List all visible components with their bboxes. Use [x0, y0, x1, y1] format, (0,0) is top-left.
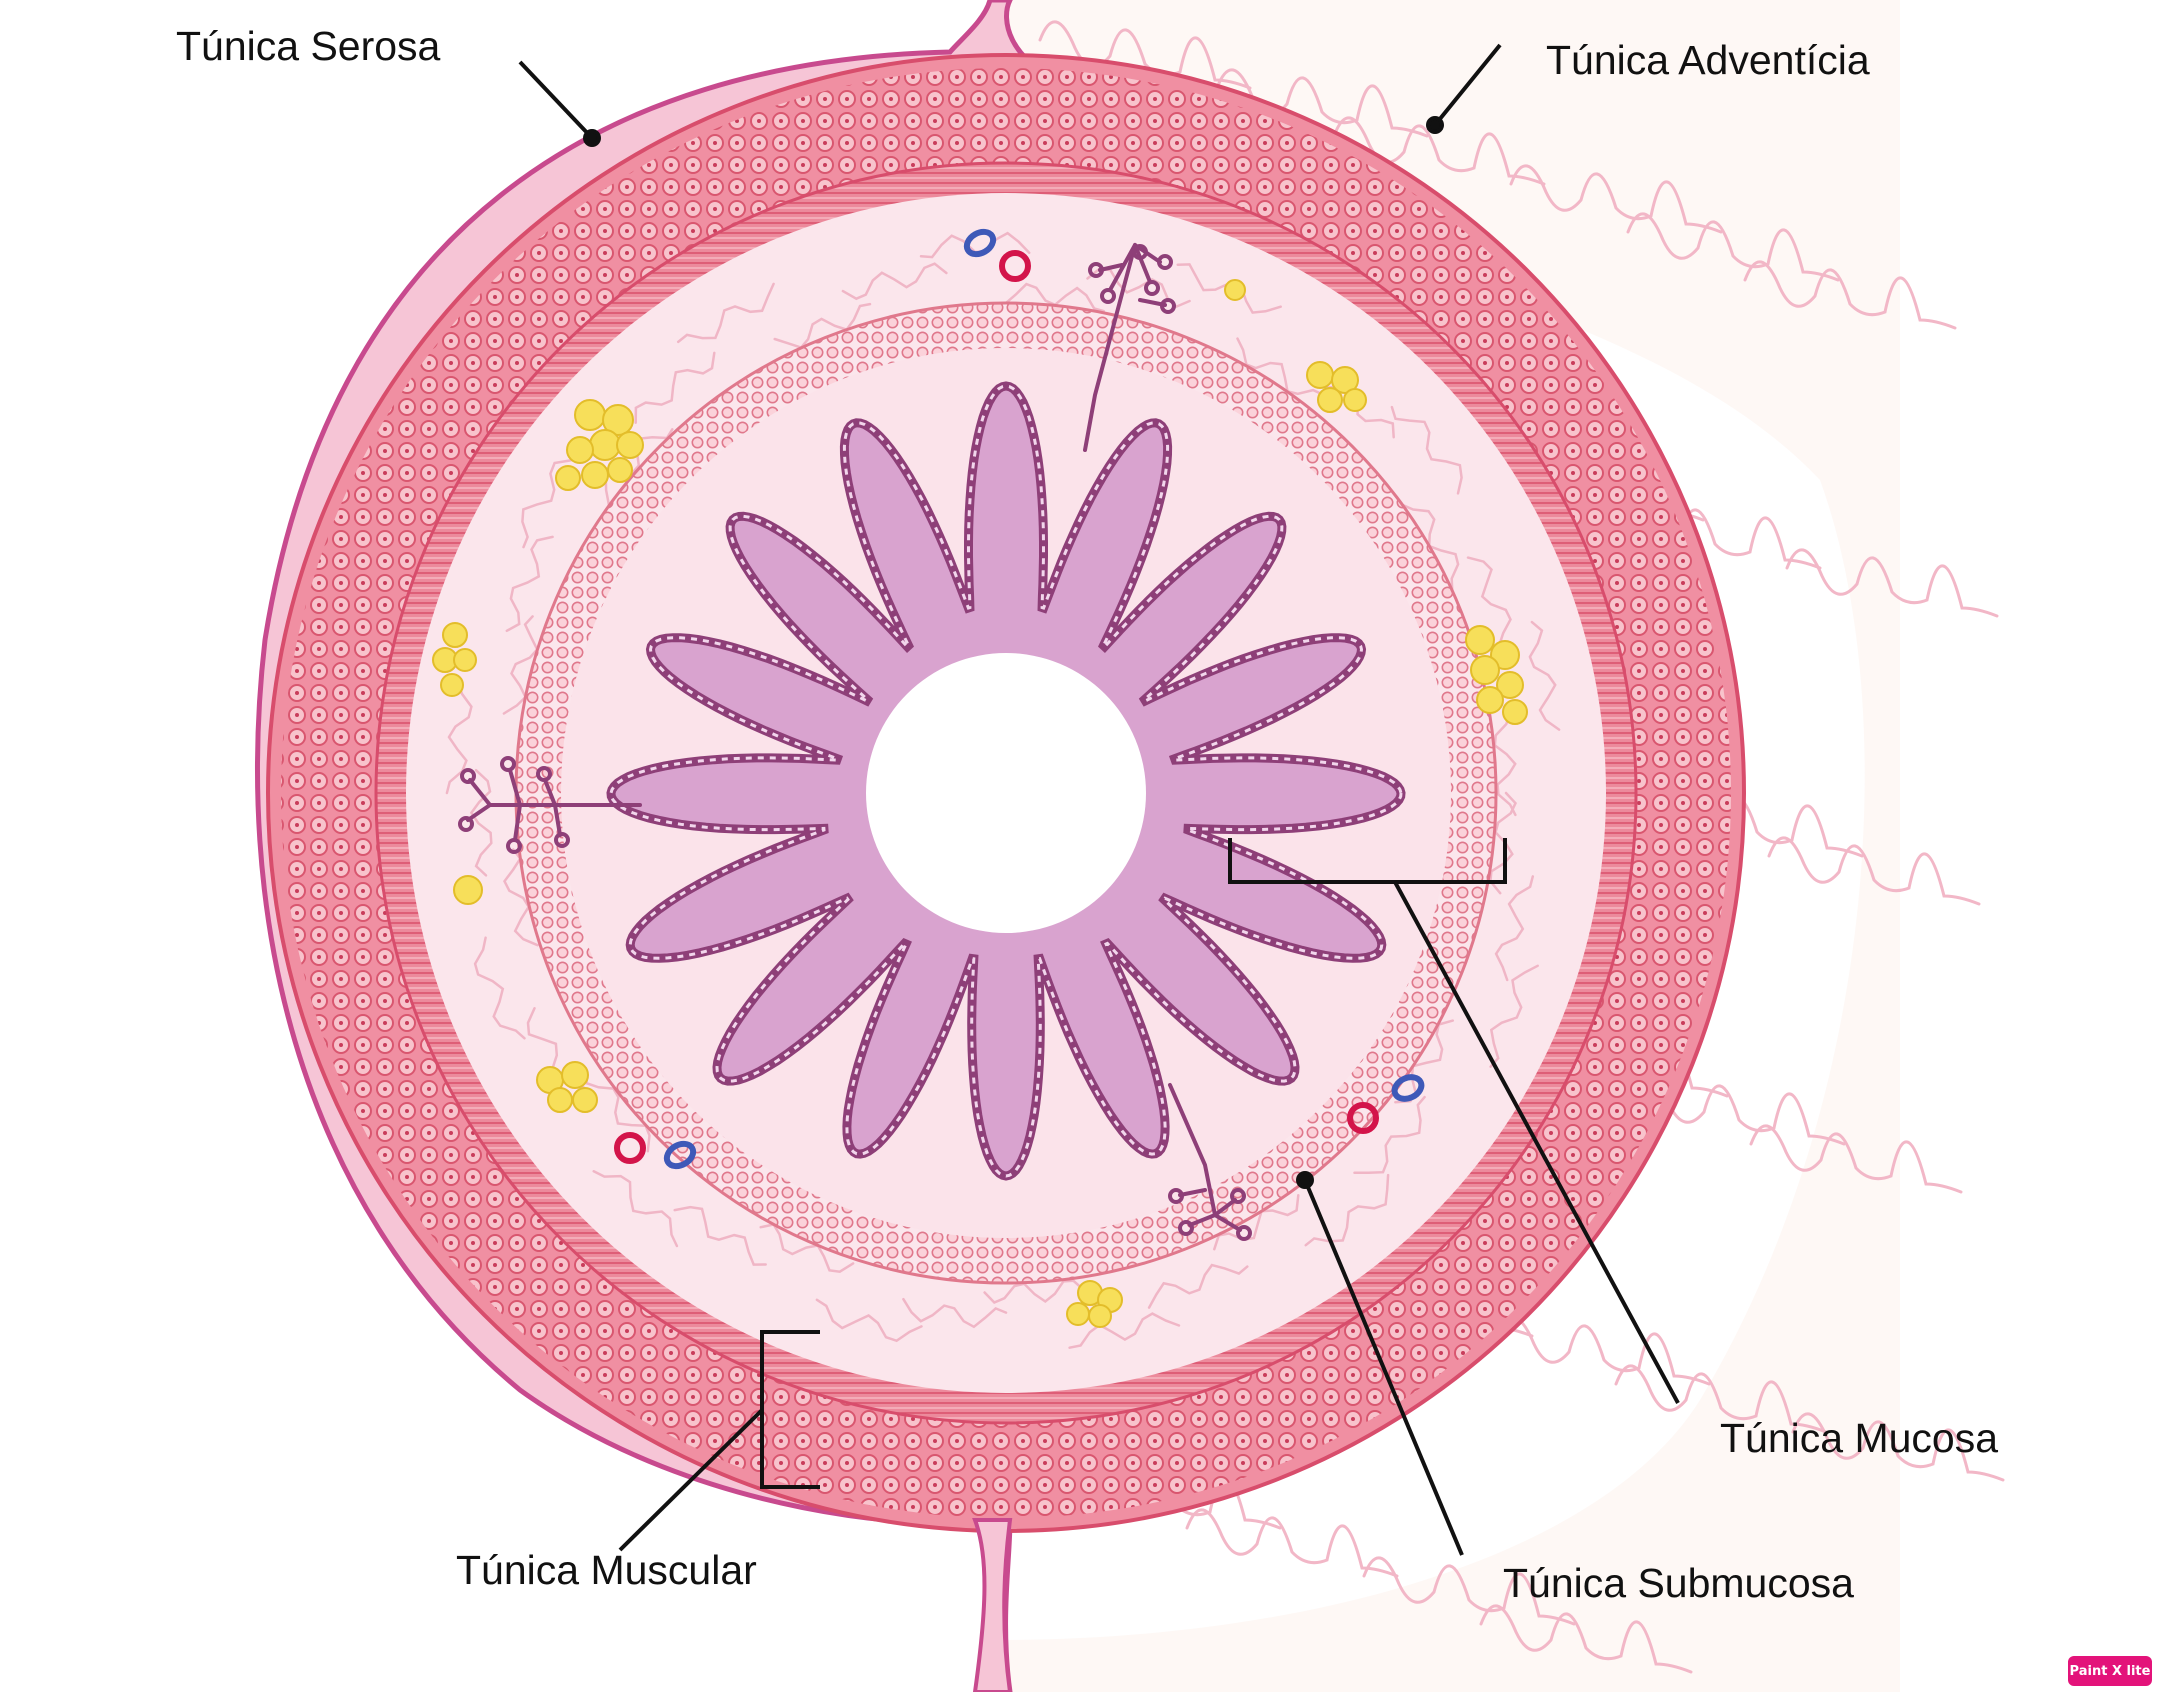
artery-right	[1347, 1102, 1379, 1134]
submucosa-fiber	[1213, 1193, 1300, 1251]
submucosa-fiber	[902, 1297, 1008, 1329]
bracket-muscular	[760, 1330, 820, 1489]
fat-cluster	[555, 399, 644, 491]
adventitia-fiber	[1743, 260, 1957, 330]
adventitia-fiber	[1362, 1556, 1576, 1626]
label-tunica-muscular: Túnica Muscular	[456, 1547, 757, 1593]
submucosa-fiber	[503, 848, 539, 947]
adventitia-fiber	[1509, 164, 1723, 234]
submucosa-fiber	[469, 768, 493, 877]
vein-left	[663, 1140, 697, 1170]
submucosa-fiber	[1236, 337, 1324, 396]
gland-bottom	[1168, 1083, 1252, 1241]
adventitia-fiber	[1791, 1412, 2005, 1482]
label-tunica-serosa: Túnica Serosa	[176, 23, 441, 69]
adipose-clusters	[432, 279, 1528, 1328]
submucosa-fiber	[502, 615, 539, 715]
submucosa-fiber	[841, 262, 948, 301]
submucosa-fiber	[759, 1223, 855, 1273]
adventitia-fiber	[1749, 1124, 1963, 1194]
pointer-adventicia	[1433, 43, 1502, 127]
submucosa-fiber	[521, 455, 585, 549]
pointer-serosa	[518, 60, 594, 140]
submucosa-fiber	[673, 1205, 767, 1266]
submucosa-fiber	[1494, 875, 1535, 982]
adventitia-fiber	[1614, 1364, 1828, 1434]
mesentery-stalk	[972, 1518, 1013, 1692]
submucosa-fiber	[676, 282, 775, 344]
fat-cluster	[453, 875, 483, 905]
adventitia-fiber	[1038, 20, 1252, 90]
pointer-mucosa	[1393, 881, 1680, 1404]
blood-vessels	[614, 228, 1425, 1170]
submucosa-fiber	[1489, 964, 1539, 1068]
submucosa-fiber	[1528, 620, 1561, 731]
gland-top	[1083, 243, 1176, 452]
submucosa-fiber	[1493, 712, 1517, 817]
artery-left	[614, 1132, 646, 1164]
fat-cluster	[1306, 361, 1367, 413]
label-tunica-adventicia: Túnica Adventícia	[1546, 37, 1870, 83]
fat-cluster	[432, 622, 477, 697]
pointer-dot-serosa	[583, 129, 601, 147]
submucosa-fiber	[445, 680, 473, 795]
fat-cluster	[1066, 1280, 1123, 1328]
vein-top	[963, 228, 997, 258]
label-pointers	[518, 43, 1680, 1556]
epithelium-folds	[606, 381, 1406, 1181]
adventitia-fiber	[1185, 1508, 1399, 1578]
submucosa-fiber	[1068, 1312, 1181, 1349]
adventitia-fiber	[1479, 1604, 1693, 1674]
submucosa-fiber	[1147, 1263, 1249, 1309]
submucosa-fiber	[1353, 1095, 1426, 1174]
submucosa-fiber	[634, 351, 716, 424]
adventitia-fiber	[1626, 212, 1840, 282]
submucosa-fiber	[592, 1170, 679, 1248]
fat-cluster	[1224, 279, 1246, 301]
submucosa-fiber	[815, 1298, 923, 1343]
label-tunica-mucosa: Túnica Mucosa	[1720, 1415, 1999, 1461]
gland-left	[458, 756, 642, 854]
submucosa-fiber	[1390, 405, 1463, 495]
submucosal-glands	[458, 243, 1252, 1241]
adventitia-fiber	[1785, 548, 1999, 618]
adventitia-fiber	[1332, 116, 1546, 186]
submucosa-fiber	[983, 1279, 1087, 1304]
paint-x-lite-badge: Paint X lite	[2068, 1656, 2152, 1686]
pointer-submucosa	[1303, 1179, 1464, 1556]
vein-right	[1391, 1074, 1425, 1102]
bracket-mucosa	[1228, 838, 1507, 884]
submucosa-fiber	[1466, 556, 1512, 655]
adventitia-fiber	[1767, 836, 1981, 906]
fat-cluster	[536, 1061, 598, 1113]
artery-top	[999, 250, 1031, 282]
pointer-muscular	[618, 1408, 764, 1552]
submucosa-fiber	[585, 1069, 651, 1153]
adventitia-fiber	[1497, 1316, 1711, 1386]
submucosa-fiber	[473, 936, 526, 1040]
submucosa-fiber	[1304, 1173, 1390, 1247]
pointer-dot-adventicia	[1426, 116, 1444, 134]
fat-cluster	[1465, 625, 1528, 725]
submucosa-fiber	[505, 535, 554, 633]
pointer-dot-submucosa	[1296, 1171, 1314, 1189]
submucosa-fiber	[773, 302, 872, 350]
label-tunica-submucosa: Túnica Submucosa	[1503, 1560, 1854, 1606]
